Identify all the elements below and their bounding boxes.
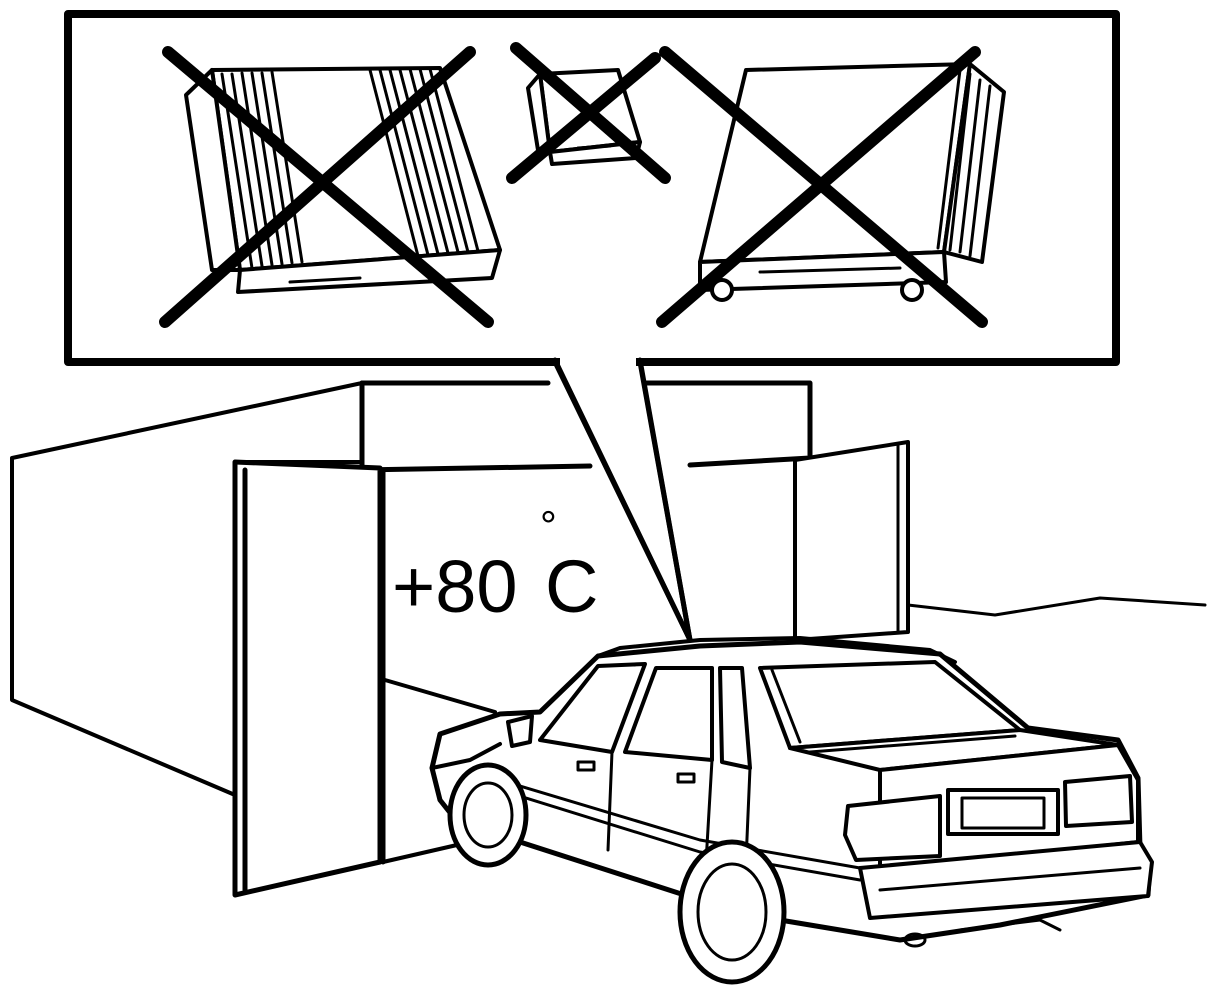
temperature-value: +80	[392, 545, 518, 628]
crossed-out-amplifier-right-icon	[656, 46, 1006, 328]
temperature-unit: C	[545, 545, 598, 628]
car-icon	[429, 636, 1154, 985]
crossed-out-amplifier-left-icon	[159, 46, 502, 328]
oven-booth-icon	[10, 380, 1207, 898]
temperature-label: +80 ° C	[392, 502, 598, 628]
temperature-degree: °	[540, 502, 557, 549]
crossed-out-amplifier-small-icon	[506, 42, 671, 184]
